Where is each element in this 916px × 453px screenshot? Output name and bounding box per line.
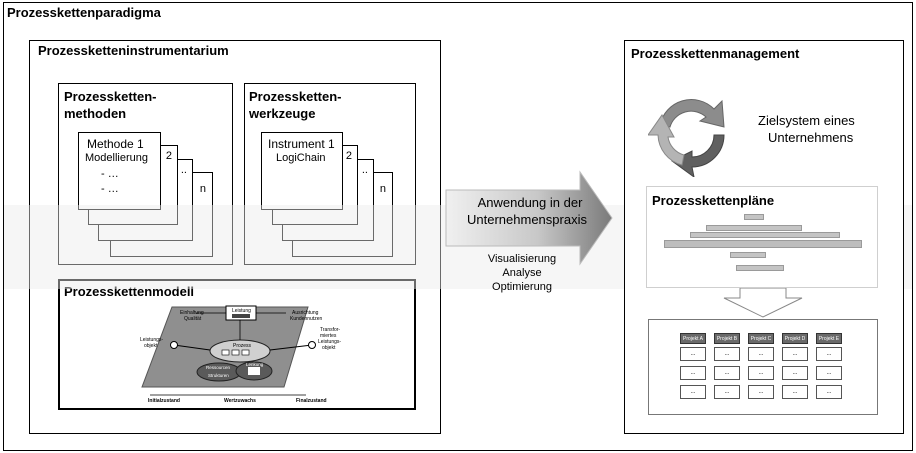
ziel-label-1: Zielsystem eines [758,113,855,128]
management-title: Prozesskettenmanagement [631,46,800,61]
cycle-segment-right [671,134,725,177]
project-header: Projekt C [748,333,774,344]
project-header: Projekt B [714,333,740,344]
methoden-doc-bullet-2: - … [101,183,119,195]
modell-label-right-4: objekt [322,345,336,351]
modell-output-node [308,341,316,349]
modell-label-prozess: Prozess [233,343,252,349]
werkzeuge-title-2: werkzeuge [249,106,316,121]
modell-prozess-step-2 [231,349,240,356]
project-cell: ... [748,366,774,380]
methoden-doc-bullet-1: - … [101,168,119,180]
werkzeuge-page-n: n [379,183,386,195]
werkzeuge-doc-1: Instrument 1 LogiChain [261,132,343,210]
modell-label-top-left-2: Qualität [184,316,202,322]
modell-label-lenkung: Lenkung [246,362,264,367]
arrow-label-1: Anwendung in der [477,195,583,210]
methoden-doc-title: Methode 1 [87,137,144,151]
methoden-page-2: 2 [165,150,172,162]
modell-input-node [170,341,178,349]
modell-lenkung-icon [248,367,260,375]
methoden-page-dots: .. [180,164,187,176]
werkzeuge-title-1: Prozessketten- [249,89,342,104]
project-cell: ... [748,347,774,361]
arrow-sub-2: Analyse [502,267,542,279]
arrow-sub-1: Visualisierung [487,253,557,265]
modell-label-wertzuwachs: Wertzuwachs [224,398,256,404]
methoden-title-1: Prozessketten- [64,89,157,104]
modell-label-right-3: Leistungs- [318,339,341,345]
methoden-title-2: methoden [64,106,127,121]
modell-label-top-right: Ausrichtung [292,310,319,316]
modell-prozess-step-1 [221,349,230,356]
plan-bar-4 [664,240,862,248]
plaene-down-arrow [723,288,803,318]
plaene-title: Prozesskettenpläne [652,193,775,208]
modell-label-right-2: miertes [320,333,337,339]
arrow-sub-3: Optimierung [492,281,552,293]
project-header: Projekt D [782,333,808,344]
project-cell: ... [816,347,842,361]
ziel-label-2: Unternehmens [768,130,854,145]
modell-label-ressourcen: Ressourcen [206,365,231,370]
project-cell: ... [714,347,740,361]
modell-diagram: Einhaltung Qualität Leistung Ausrichtung… [140,305,341,404]
werkzeuge-doc-title: Instrument 1 [268,137,335,151]
project-cell: ... [714,366,740,380]
plan-bar-6 [736,265,784,271]
modell-label-right: Transfor- [320,327,340,333]
modell-leistung-icon [232,314,250,318]
modell-label-leistung: Leistung [232,308,251,314]
cycle-diagram [648,99,725,177]
cycle-segment-left [648,114,685,166]
project-cell: ... [680,385,706,399]
modell-label-left: Leistungs- [140,337,163,343]
project-header: Projekt E [816,333,842,344]
project-cell: ... [680,347,706,361]
methoden-doc-subtitle: Modellierung [85,152,148,164]
modell-label-top-left: Einhaltung [180,310,204,316]
project-cell: ... [714,385,740,399]
application-arrow-shape [445,170,613,266]
modell-input-arrow [173,344,211,351]
plan-bar-1 [744,214,764,220]
methoden-doc-1: Methode 1 Modellierung - … - … [78,132,161,210]
project-cell: ... [816,385,842,399]
modell-title: Prozesskettenmodell [64,284,195,299]
modell-label-left-2: objekt [144,343,158,349]
cycle-segment-top [659,99,725,128]
application-arrow [445,170,613,266]
project-cell: ... [782,366,808,380]
plan-bar-3 [690,232,840,238]
project-header: Projekt A [680,333,706,344]
modell-output-arrow [269,344,313,351]
project-cell: ... [748,385,774,399]
project-cell: ... [816,366,842,380]
werkzeuge-page-dots: .. [361,164,368,176]
modell-label-strukturen: Strukturen [208,373,229,378]
plan-bar-2 [706,225,802,231]
plan-bar-5 [730,252,766,258]
plaene-down-arrow-shape [723,288,803,318]
modell-label-initial: Initialzustand [148,398,180,404]
werkzeuge-page-2: 2 [345,150,352,162]
modell-label-top-right-2: Kundennutzen [290,316,322,322]
project-cell: ... [782,347,808,361]
arrow-label-2: Unternehmenspraxis [467,212,587,227]
project-cell: ... [782,385,808,399]
methoden-page-n: n [199,183,206,195]
modell-label-final: Finalzustand [296,398,327,404]
paradigm-title: Prozessketten­paradigma [7,5,161,20]
werkzeuge-doc-subtitle: LogiChain [276,152,326,164]
project-cell: ... [680,366,706,380]
modell-prozess-step-3 [241,349,250,356]
instrumentarium-title: Prozessketteninstrumentarium [38,43,229,58]
